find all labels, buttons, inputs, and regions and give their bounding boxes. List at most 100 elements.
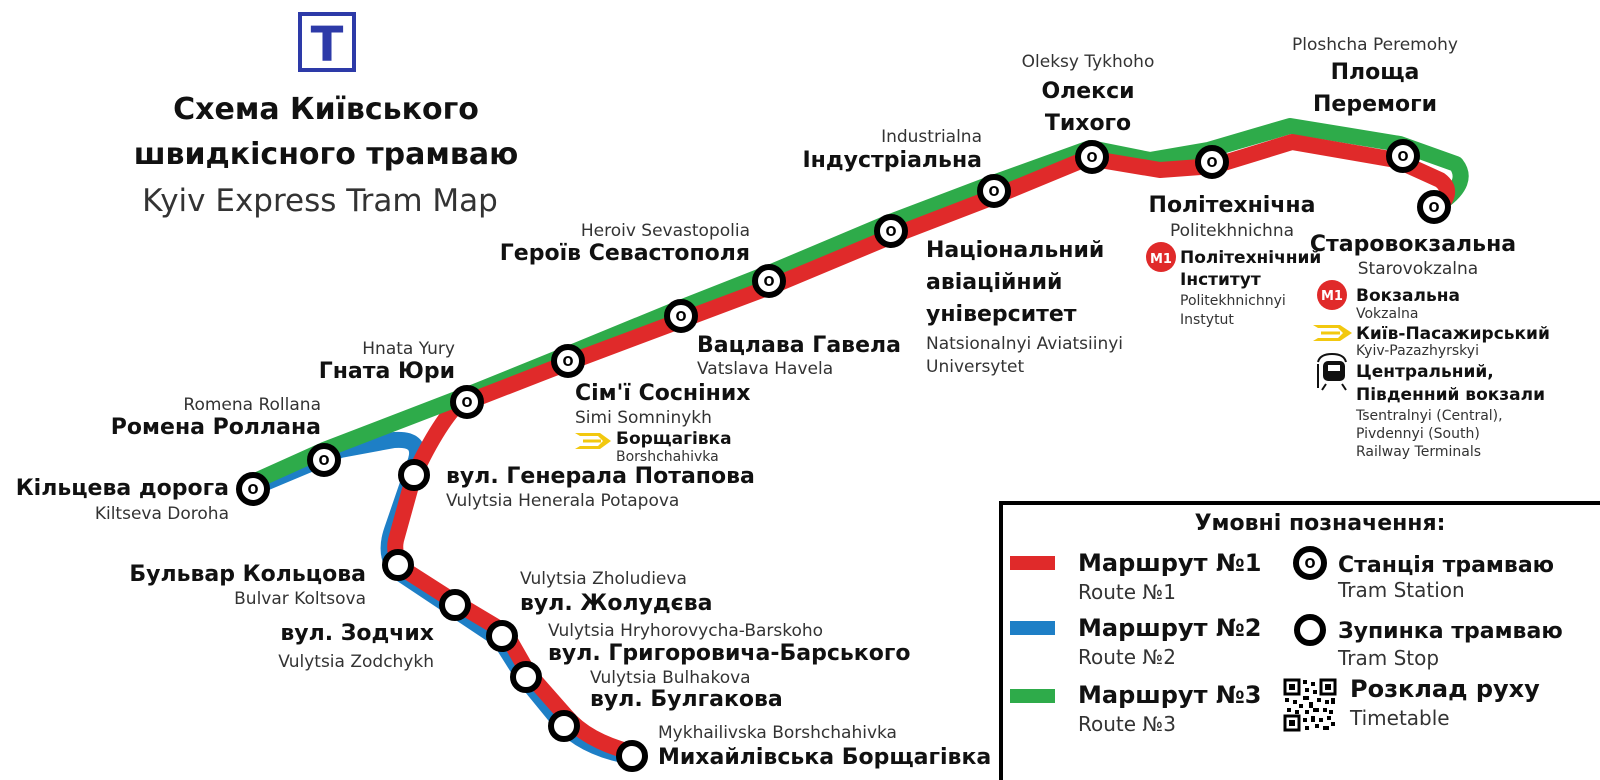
stop-marker-koltsova[interactable] bbox=[382, 549, 414, 581]
station-letter: O bbox=[247, 483, 258, 498]
transfer-metro-vokzalna: M1 Вокзальна Vokzalna bbox=[1317, 280, 1460, 322]
station-marker-kiltseva[interactable] bbox=[236, 472, 270, 506]
station-latin-industrialna: Industrialna bbox=[881, 127, 982, 147]
station-marker-nau[interactable] bbox=[874, 214, 908, 248]
stop-label-zholudieva: вул. Жолудєва bbox=[520, 591, 712, 616]
station-markers: O O O O O O O O O O O O bbox=[236, 139, 1451, 506]
stop-latin-potapova: Vulytsia Henerala Potapova bbox=[446, 491, 679, 511]
legend-route3-en: Route №3 bbox=[1078, 712, 1176, 736]
stop-marker-potapova[interactable] bbox=[398, 459, 430, 491]
qr-code-icon[interactable] bbox=[1283, 678, 1337, 732]
legend-timetable-en: Timetable bbox=[1349, 706, 1450, 730]
stop-marker-bulhakova[interactable] bbox=[510, 661, 542, 693]
transfer-latin-terminals: Tsentralnyi (Central),Pivdennyi (South)R… bbox=[1355, 408, 1503, 460]
stop-marker-mykhailivska[interactable] bbox=[616, 740, 648, 772]
station-marker-romena[interactable] bbox=[307, 443, 341, 477]
logo: Т bbox=[298, 12, 356, 73]
station-label-starovokzalna: Старовокзальна bbox=[1310, 232, 1516, 257]
station-marker-starovokzalna[interactable] bbox=[1417, 190, 1451, 224]
stop-label-mykhailivska: Михайлівська Борщагівка bbox=[658, 745, 991, 770]
station-label-romena: Ромена Роллана bbox=[111, 415, 321, 440]
legend-route2-swatch bbox=[1010, 621, 1055, 635]
railway-transfer-icon bbox=[575, 433, 611, 449]
station-marker-industrialna[interactable] bbox=[977, 174, 1011, 208]
stop-latin-zodchykh: Vulytsia Zodchykh bbox=[278, 652, 434, 672]
transfer-latin-vokzalna: Vokzalna bbox=[1356, 306, 1418, 322]
legend: Умовні позначення: Маршрут №1 Route №1 М… bbox=[999, 501, 1600, 780]
legend-route1-label: Маршрут №1 bbox=[1078, 549, 1261, 577]
transfer-label-vokzalna: Вокзальна bbox=[1356, 286, 1460, 306]
legend-station-label: Станція трамваю bbox=[1338, 553, 1554, 578]
stop-marker-zholudieva[interactable] bbox=[548, 710, 580, 742]
station-labels: Кільцева дорога Kiltseva Doroha Romena R… bbox=[16, 35, 1516, 524]
stop-latin-barskoho: Vulytsia Hryhorovycha-Barskoho bbox=[548, 621, 823, 641]
map-title-line1: Схема Київського bbox=[173, 92, 479, 127]
legend-route1-en: Route №1 bbox=[1078, 580, 1176, 604]
station-letter: O bbox=[988, 185, 999, 200]
stop-labels: вул. Генерала Потапова Vulytsia Henerala… bbox=[129, 464, 991, 770]
station-marker-peremohy[interactable] bbox=[1386, 139, 1420, 173]
map-subtitle: Kyiv Express Tram Map bbox=[142, 183, 498, 219]
stop-label-zodchykh: вул. Зодчих bbox=[280, 621, 434, 646]
station-label-simi: Сім'ї Сосніних bbox=[575, 381, 750, 406]
logo-letter: Т bbox=[311, 17, 344, 73]
station-label-kiltseva: Кільцева дорога bbox=[16, 476, 229, 501]
legend-title: Умовні позначення: bbox=[1195, 511, 1446, 536]
station-latin-polytech: Politekhnichna bbox=[1170, 221, 1294, 241]
train-icon bbox=[1317, 352, 1347, 391]
transfer-latin-borshchahivka: Borshchahivka bbox=[616, 449, 719, 465]
logo-frame bbox=[298, 12, 356, 72]
route3-line bbox=[245, 118, 1469, 490]
metro-badge-text: M1 bbox=[1321, 289, 1343, 304]
station-marker-polytech[interactable] bbox=[1195, 145, 1229, 179]
stop-markers bbox=[382, 459, 648, 772]
transfer-train-terminals: Центральний,Південний вокзали Tsentralny… bbox=[1317, 352, 1545, 460]
stop-marker-zodchykh[interactable] bbox=[439, 589, 471, 621]
map-title-line2: швидкісного трамваю bbox=[134, 137, 519, 172]
station-letter: O bbox=[318, 454, 329, 469]
legend-route3-label: Маршрут №3 bbox=[1078, 681, 1261, 709]
station-letter: O bbox=[885, 225, 896, 240]
transfer-borshchahivka: Борщагівка Borshchahivka bbox=[575, 429, 732, 465]
metro-m1-icon bbox=[1146, 242, 1176, 272]
stop-label-koltsova: Бульвар Кольцова bbox=[129, 562, 366, 587]
legend-stop-label: Зупинка трамваю bbox=[1338, 619, 1563, 644]
transfer-label-kyiv-pasazhyrskyi: Київ-Пасажирський bbox=[1356, 324, 1550, 344]
station-latin-hnata: Hnata Yury bbox=[362, 339, 455, 359]
station-label-hnata: Гната Юри bbox=[319, 359, 455, 384]
station-marker-vatslava[interactable] bbox=[664, 299, 698, 333]
legend-stop-icon bbox=[1294, 614, 1326, 646]
stop-latin-bulhakova: Vulytsia Bulhakova bbox=[590, 668, 751, 688]
station-latin-heroiv: Heroiv Sevastopolia bbox=[581, 221, 750, 241]
station-letter: O bbox=[763, 275, 774, 290]
station-letter: O bbox=[1206, 156, 1217, 171]
station-marker-heroiv[interactable] bbox=[752, 264, 786, 298]
station-label-polytech: Політехнічна bbox=[1149, 193, 1316, 218]
station-label-heroiv: Героїв Севастополя bbox=[500, 241, 750, 266]
station-marker-hnata[interactable] bbox=[450, 385, 484, 419]
stop-label-barskoho: вул. Григоровича-Барського bbox=[548, 641, 910, 666]
railway-transfer-icon bbox=[1313, 325, 1352, 341]
stop-marker-barskoho[interactable] bbox=[486, 620, 518, 652]
stop-latin-mykhailivska: Mykhailivska Borshchahivka bbox=[658, 723, 897, 743]
station-marker-simi[interactable] bbox=[551, 344, 585, 378]
legend-frame bbox=[999, 501, 1600, 780]
station-latin-starovokzalna: Starovokzalna bbox=[1358, 259, 1478, 279]
stop-latin-zholudieva: Vulytsia Zholudieva bbox=[520, 569, 687, 589]
station-latin-romena: Romena Rollana bbox=[183, 395, 321, 415]
station-letter: O bbox=[461, 396, 472, 411]
legend-route2-en: Route №2 bbox=[1078, 645, 1176, 669]
station-letter: O bbox=[1086, 151, 1097, 166]
station-marker-oleksy[interactable] bbox=[1075, 140, 1109, 174]
station-latin-oleksy: Oleksy Tykhoho bbox=[1022, 52, 1155, 72]
stop-latin-koltsova: Bulvar Koltsova bbox=[234, 589, 366, 609]
station-letter: O bbox=[1304, 557, 1315, 572]
transfer-rail-kyiv: Київ-Пасажирський Kyiv-Pazazhyrskyi bbox=[1313, 324, 1550, 359]
